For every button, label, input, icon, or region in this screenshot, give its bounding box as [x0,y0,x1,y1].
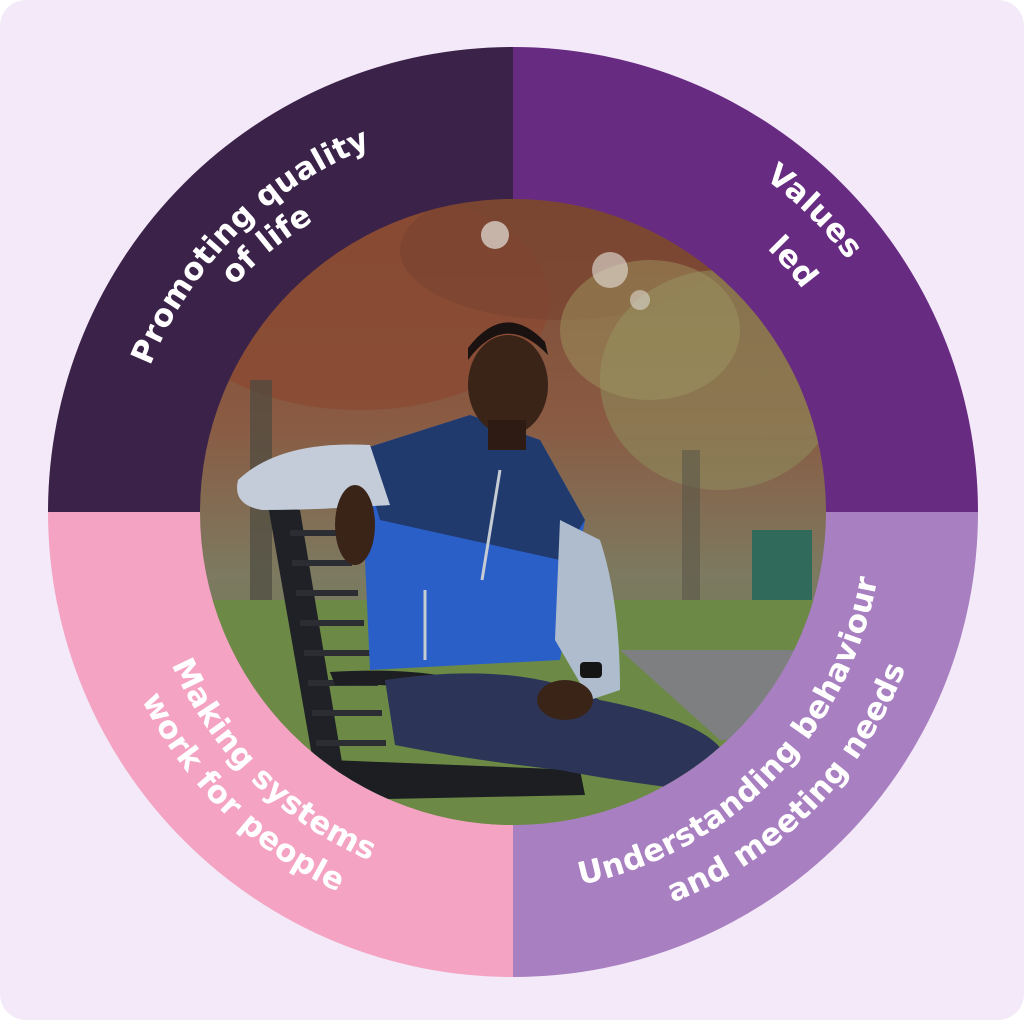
values-wheel: Promoting quality of life Values led Mak… [48,47,978,977]
